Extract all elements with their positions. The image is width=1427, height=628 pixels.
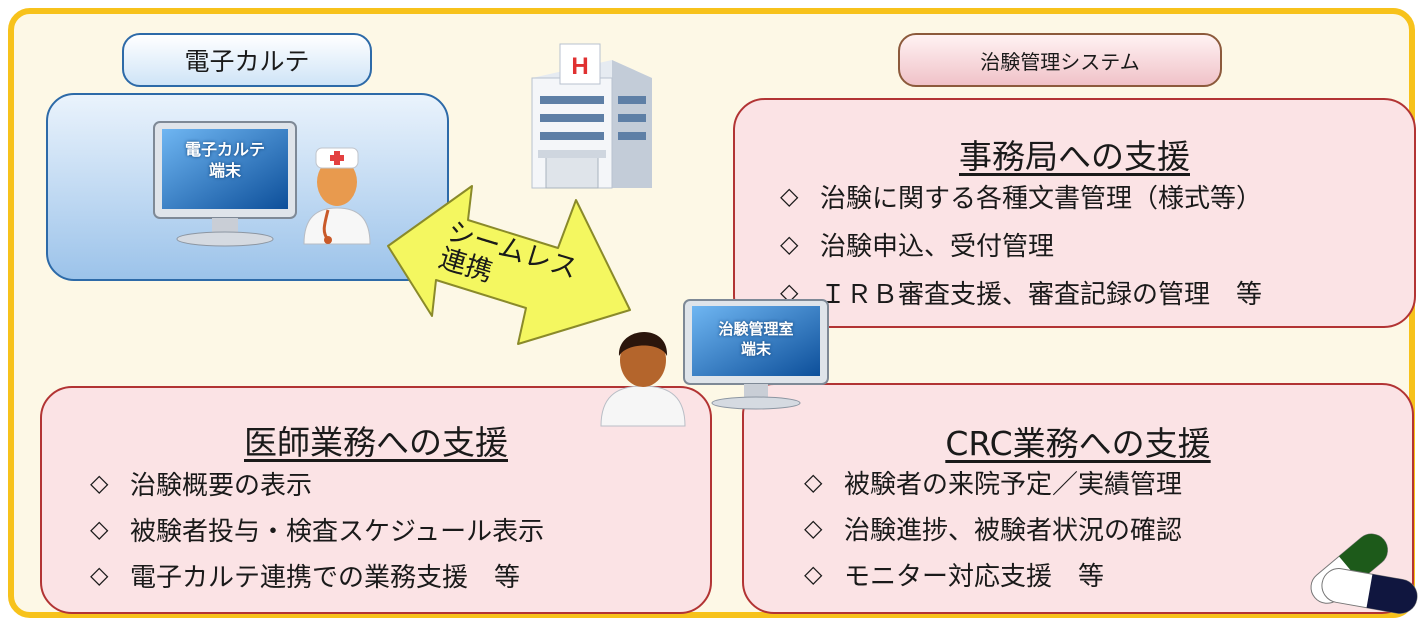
electronic-karte-label-text: 電子カルテ <box>184 47 310 76</box>
karte-terminal-line1: 電子カルテ <box>184 140 265 159</box>
doctor-item-text: 電子カルテ連携での業務支援 等 <box>130 562 521 593</box>
karte-terminal-label: 電子カルテ 端末 <box>162 140 288 182</box>
diamond-bullet-icon: ◇ <box>90 515 109 543</box>
crc-support-card: CRC業務への支援 ◇ 被験者の来院予定／実績管理 ◇ 治験進捗、被験者状況の確認 … <box>742 383 1414 614</box>
capsule-pills-icon <box>1310 533 1418 614</box>
doctor-item-text: 治験概要の表示 <box>130 470 313 501</box>
trial-room-terminal-line2: 端末 <box>740 339 771 358</box>
trial-system-label-text: 治験管理システム <box>980 49 1140 74</box>
diamond-bullet-icon: ◇ <box>90 561 109 589</box>
office-item-text: 治験申込、受付管理 <box>820 231 1055 262</box>
hospital-sign: H <box>571 53 588 80</box>
crc-item-text: 被験者の来院予定／実績管理 <box>844 469 1183 500</box>
diamond-bullet-icon: ◇ <box>804 514 823 542</box>
karte-monitor-icon <box>153 121 297 247</box>
diamond-bullet-icon: ◇ <box>90 469 109 497</box>
list-item: ◇ 被験者の来院予定／実績管理 <box>804 459 1182 505</box>
doctor-support-title: 医師業務への支援 <box>244 423 508 462</box>
office-support-card: 事務局への支援 ◇ 治験に関する各種文書管理（様式等） ◇ 治験申込、受付管理 ◇Ｉ… <box>733 98 1416 328</box>
diamond-bullet-icon: ◇ <box>780 230 799 258</box>
doctor-support-card: 医師業務への支援 ◇ 治験概要の表示 ◇ 被験者投与・検査スケジュール表示 ◇ 電子カ… <box>40 386 712 614</box>
list-item: ◇ モニター対応支援 等 <box>804 551 1182 597</box>
crc-item-text: モニター対応支援 等 <box>844 561 1105 592</box>
trial-system-label: 治験管理システム <box>898 33 1222 87</box>
office-support-list: ◇ 治験に関する各種文書管理（様式等） ◇ 治験申込、受付管理 ◇ＩＲＢ審査支援、審… <box>780 172 1262 316</box>
office-item-text: 治験に関する各種文書管理（様式等） <box>820 183 1263 214</box>
diamond-bullet-icon: ◇ <box>780 182 799 210</box>
electronic-karte-label: 電子カルテ <box>122 33 372 87</box>
list-item: ◇ 被験者投与・検査スケジュール表示 <box>90 506 544 552</box>
doctor-support-list: ◇ 治験概要の表示 ◇ 被験者投与・検査スケジュール表示 ◇ 電子カルテ連携での業務支… <box>90 460 544 598</box>
crc-support-list: ◇ 被験者の来院予定／実績管理 ◇ 治験進捗、被験者状況の確認 ◇ モニター対応支援 … <box>804 459 1182 597</box>
list-item: ◇ 電子カルテ連携での業務支援 等 <box>90 552 544 598</box>
crc-item-text: 治験進捗、被験者状況の確認 <box>844 515 1183 546</box>
list-item: ◇ 治験概要の表示 <box>90 460 544 506</box>
trial-room-monitor-icon <box>683 299 829 410</box>
diamond-bullet-icon: ◇ <box>804 560 823 588</box>
list-item: ◇ＩＲＢ審査支援、審査記録の管理 等 <box>780 268 1262 316</box>
office-item-text: ＩＲＢ審査支援、審査記録の管理 等 <box>820 279 1263 310</box>
list-item: ◇ 治験進捗、被験者状況の確認 <box>804 505 1182 551</box>
list-item: ◇ 治験に関する各種文書管理（様式等） <box>780 172 1262 220</box>
karte-terminal-line2: 端末 <box>208 160 241 180</box>
staff-person-icon <box>600 331 686 427</box>
doctor-icon <box>303 147 371 245</box>
seamless-link-arrow <box>387 185 631 345</box>
trial-room-terminal-label: 治験管理室 端末 <box>692 320 820 359</box>
list-item: ◇ 治験申込、受付管理 <box>780 220 1262 268</box>
hospital-icon: H <box>531 43 652 189</box>
trial-room-terminal-line1: 治験管理室 <box>718 320 794 338</box>
diamond-bullet-icon: ◇ <box>804 468 823 496</box>
doctor-item-text: 被験者投与・検査スケジュール表示 <box>130 516 545 547</box>
office-support-title: 事務局への支援 <box>959 137 1190 176</box>
crc-support-title: CRC業務への支援 <box>945 424 1211 463</box>
